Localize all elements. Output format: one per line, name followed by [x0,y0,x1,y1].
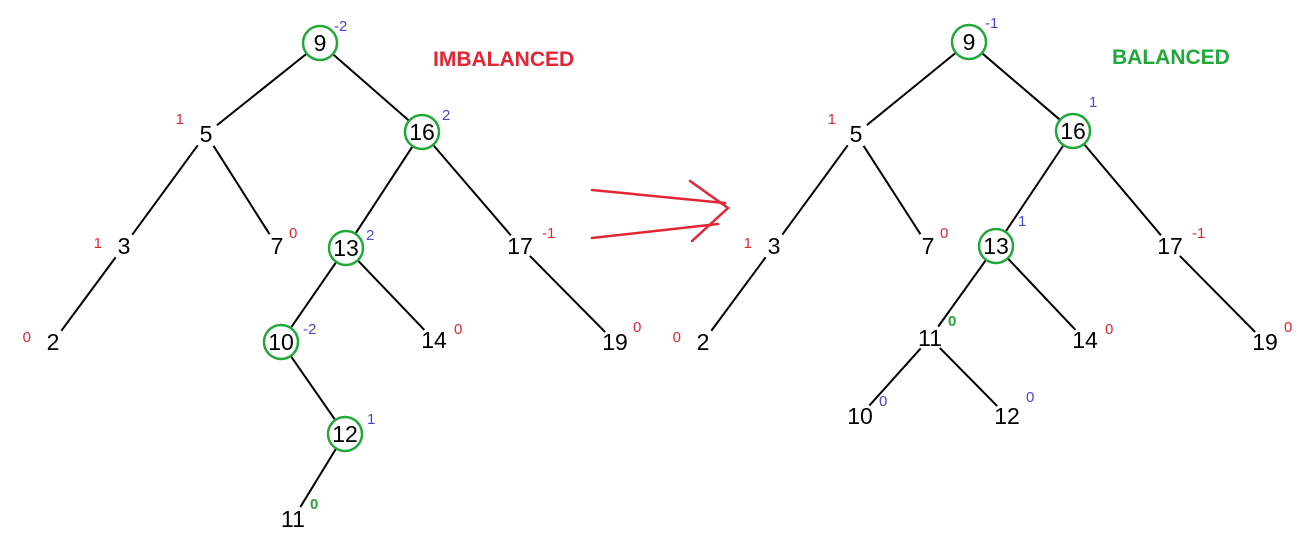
right-node-ring-16 [1054,112,1092,150]
right-balance-factor-7: 0 [940,225,948,242]
left-edge-10-12 [289,355,337,421]
right-balance-factor-2: 0 [673,329,681,346]
right-balance-factor-5: 1 [828,111,836,128]
right-node-2: 2 [697,329,710,355]
left-edge-9-16 [332,53,410,122]
right-balance-factor-9: -1 [985,15,998,32]
right-node-ring-9 [950,23,988,61]
left-balance-factor-2: 0 [23,329,31,346]
left-balance-factor-9: -2 [334,18,347,35]
left-balance-factor-12: 1 [367,411,375,428]
left-edge-17-19 [529,255,606,333]
right-node-16: 16 [1060,118,1086,144]
left-node-5: 5 [200,121,213,147]
arrow-lower-shaft [590,222,720,240]
right-node-3: 3 [768,233,781,259]
left-balance-factor-19: 0 [633,319,641,336]
right-balance-factor-12: 0 [1026,389,1034,406]
right-balance-factor-13: 1 [1018,213,1026,230]
right-node-19: 19 [1252,329,1278,355]
left-node-ring-10 [262,323,300,361]
left-balance-factor-10: -2 [303,321,316,338]
right-node-9: 9 [963,29,976,55]
left-balance-factor-11: 0 [310,496,318,513]
left-edge-12-11 [299,447,337,508]
left-edge-16-13 [354,145,414,235]
left-balance-factor-16: 2 [442,107,450,124]
right-balance-factor-14: 0 [1105,321,1113,338]
left-node-13: 13 [333,235,359,261]
arrow-upper-shaft [590,188,727,205]
left-node-9: 9 [314,30,327,56]
left-edge-5-7 [212,145,271,235]
right-node-11: 11 [918,325,942,351]
edges-layer [60,51,1256,508]
right-balance-factor-17: -1 [1192,225,1205,242]
right-edge-17-19 [1179,255,1256,333]
left-node-ring-16 [403,113,441,151]
left-node-7: 7 [271,233,284,259]
right-node-13: 13 [983,233,1009,259]
left-node-2: 2 [47,329,60,355]
right-balance-factor-19: 0 [1284,319,1292,336]
left-node-3: 3 [118,233,131,259]
left-node-11: 11 [281,506,305,532]
transformation-arrow [590,179,730,243]
right-balance-factor-10: 0 [879,393,887,410]
right-node-12: 12 [994,403,1020,429]
left-node-16: 16 [409,119,435,145]
left-balance-factor-14: 0 [454,321,462,338]
left-node-17: 17 [507,233,533,259]
left-balance-factor-13: 2 [366,227,374,244]
left-node-ring-12 [326,415,364,453]
left-tree-title: IMBALANCED [433,48,574,71]
left-balance-factor-17: -1 [542,225,555,242]
right-edge-9-5 [866,51,957,126]
arrow-head [688,179,730,243]
left-node-ring-13 [327,229,365,267]
left-balance-factor-5: 1 [176,111,184,128]
right-edge-9-16 [981,52,1061,121]
right-edge-11-10 [868,347,922,407]
left-node-ring-9 [301,24,339,62]
right-node-17: 17 [1157,233,1183,259]
right-tree-title: BALANCED [1112,46,1230,69]
right-node-5: 5 [850,121,863,147]
highlight-rings-layer [262,23,1092,453]
left-edge-9-5 [216,52,308,127]
left-node-12: 12 [332,421,358,447]
left-node-14: 14 [421,327,447,353]
left-edge-3-2 [60,256,117,332]
left-balance-factor-7: 0 [289,225,297,242]
right-edge-16-13 [1004,144,1065,233]
right-balance-factor-16: 1 [1089,94,1097,111]
left-edge-16-17 [432,144,512,237]
right-node-7: 7 [922,233,935,259]
right-edge-13-14 [1006,257,1077,331]
left-node-10: 10 [268,329,294,355]
left-node-19: 19 [602,329,628,355]
right-node-14: 14 [1072,327,1098,353]
right-edge-3-2 [710,256,767,332]
right-node-10: 10 [847,403,873,429]
left-balance-factor-3: 1 [94,235,102,252]
left-edge-13-14 [357,259,426,331]
right-node-ring-13 [977,227,1015,265]
left-edge-5-3 [131,144,199,236]
right-edge-13-11 [937,259,987,328]
right-edge-5-7 [862,145,922,235]
right-balance-factor-3: 1 [744,235,752,252]
left-edge-13-10 [289,261,338,329]
right-edge-16-17 [1083,143,1162,236]
right-edge-11-12 [939,347,998,407]
right-edge-5-3 [781,144,849,236]
right-balance-factor-11: 0 [948,313,956,330]
